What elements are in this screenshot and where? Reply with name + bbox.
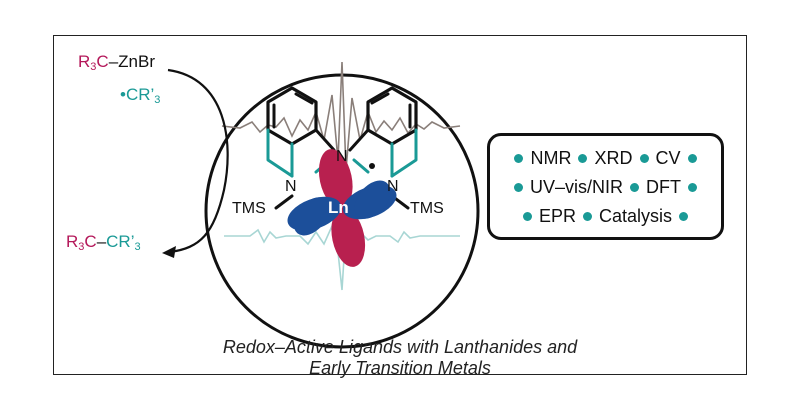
coupled-product-label: R3C–CR’3 [66,232,141,253]
caption-line-2: Early Transition Metals [309,358,491,378]
radical-label: •CR’3 [120,85,161,106]
reaction-arrow [167,68,229,254]
radical-dot-icon [369,163,375,169]
figure-frame [53,35,747,375]
left-nitrogen-label: N [285,178,297,195]
organozinc-reagent-label: R3C–ZnBr [78,52,155,73]
caption-line-1: Redox–Active Ligands with Lanthanides an… [222,337,578,357]
f-orbital-icon [287,149,397,267]
right-nitrogen-label: N [387,178,399,195]
center-nitrogen-label: N [336,148,348,165]
metal-label: Ln [328,198,349,217]
arrow-head-icon [162,246,176,258]
right-tms-label: TMS [410,200,444,217]
ligand-structure [266,86,418,210]
left-tms-label: TMS [232,200,266,217]
